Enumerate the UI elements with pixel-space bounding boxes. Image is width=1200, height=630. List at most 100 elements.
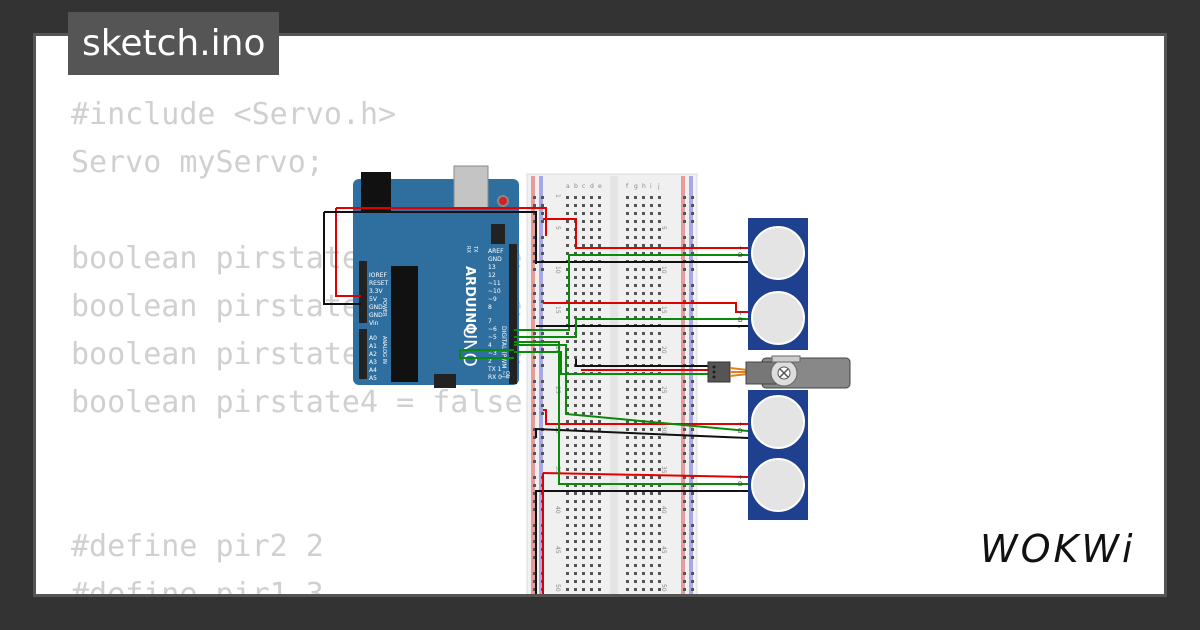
breadboard-hole [658,564,661,567]
breadboard-hole [598,572,601,575]
breadboard-hole [634,300,637,303]
breadboard-hole [642,532,645,535]
breadboard-rail-hole [541,212,544,215]
breadboard-hole [598,284,601,287]
breadboard-rail-hole [533,220,536,223]
breadboard-hole [634,204,637,207]
breadboard-hole [566,212,569,215]
breadboard-hole [590,468,593,471]
breadboard-hole [634,572,637,575]
pin-label: 7 [488,318,492,325]
pin-label: A2 [369,351,377,358]
breadboard-hole [566,244,569,247]
breadboard-rail-hole [691,596,694,597]
breadboard-col-letters: a b c d e f g h i j [566,183,660,190]
breadboard-rail-hole [691,316,694,319]
breadboard-hole [642,340,645,343]
wire-5v-header [335,208,361,297]
breadboard-hole [574,564,577,567]
breadboard-rail-hole [533,492,536,495]
breadboard-hole [658,380,661,383]
breadboard-hole [590,588,593,591]
pin-label: GND [369,312,383,319]
breadboard-hole [582,596,585,597]
breadboard-hole [566,500,569,503]
breadboard-hole [582,228,585,231]
analog-label: ANALOG IN [381,336,387,364]
col-letter: j [657,183,660,190]
row-number: 15 [660,306,667,314]
pin-label: ~10 [488,288,501,295]
breadboard-hole [590,484,593,487]
breadboard-rail-hole [541,292,544,295]
wire-servo-gnd [575,359,708,367]
breadboard-hole [634,276,637,279]
breadboard-rail-hole [533,316,536,319]
breadboard-hole [658,452,661,455]
breadboard-hole [626,452,629,455]
breadboard-hole [598,236,601,239]
breadboard-hole [598,404,601,407]
breadboard-hole [658,444,661,447]
breadboard-hole [582,204,585,207]
breadboard-hole [658,532,661,535]
breadboard-rail-hole [683,236,686,239]
breadboard-hole [634,268,637,271]
breadboard-hole [634,284,637,287]
breadboard-hole [642,300,645,303]
breadboard-hole [598,204,601,207]
breadboard-rail-hole [533,532,536,535]
code-line: #define pir1 3 [71,577,324,597]
breadboard-hole [598,356,601,359]
breadboard-hole [658,300,661,303]
col-letter: h [642,183,646,190]
breadboard-rail-hole [533,452,536,455]
row-number: 30 [660,426,667,434]
breadboard-hole [626,588,629,591]
breadboard-hole [598,268,601,271]
breadboard-rail-hole [541,356,544,359]
row-number: 50 [660,584,667,592]
breadboard-hole [590,572,593,575]
breadboard-hole [582,524,585,527]
breadboard-rail-hole [683,412,686,415]
breadboard-hole [650,204,653,207]
breadboard-rail-hole [541,396,544,399]
breadboard-hole [626,524,629,527]
breadboard-hole [642,244,645,247]
power-header [359,261,367,323]
breadboard-hole [574,300,577,303]
breadboard-rail-hole [541,316,544,319]
breadboard-rail-hole [691,348,694,351]
wire-pir2-signal [514,318,748,338]
breadboard-hole [598,484,601,487]
breadboard-hole [642,196,645,199]
pin-label: A3 [369,359,377,366]
breadboard-hole [626,244,629,247]
breadboard-hole [582,516,585,519]
breadboard-hole [566,516,569,519]
breadboard-hole [650,236,653,239]
breadboard-hole [658,516,661,519]
breadboard-hole [574,388,577,391]
breadboard-rail-hole [691,388,694,391]
breadboard-hole [582,300,585,303]
wire-gnd [323,212,361,305]
breadboard-rail-hole [683,428,686,431]
breadboard-hole [574,420,577,423]
col-letter: f [626,183,629,190]
breadboard-hole [626,404,629,407]
breadboard-hole [642,444,645,447]
breadboard-hole [566,236,569,239]
breadboard-rail-hole [683,348,686,351]
breadboard-hole [598,412,601,415]
pin-label: A0 [369,335,377,342]
breadboard-hole [582,268,585,271]
breadboard-rail-hole [533,300,536,303]
breadboard-hole [626,556,629,559]
breadboard-hole [634,388,637,391]
breadboard-hole [658,228,661,231]
breadboard-hole [658,580,661,583]
breadboard-hole [590,524,593,527]
breadboard-hole [582,220,585,223]
